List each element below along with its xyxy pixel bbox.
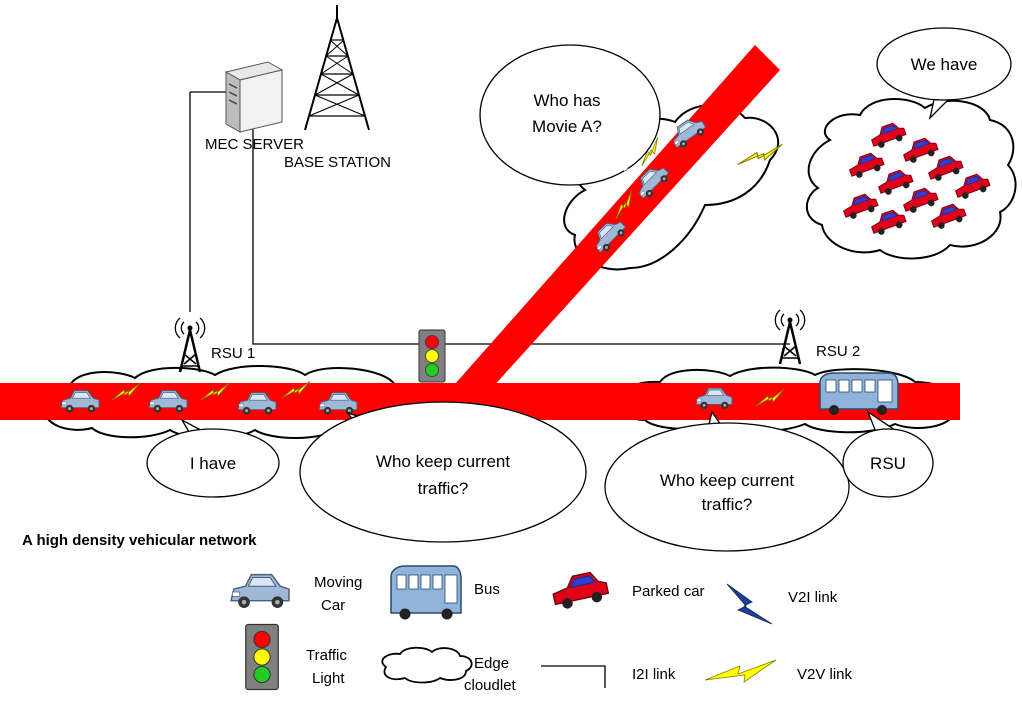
road [0,45,960,420]
base-station-label: BASE STATION [284,154,391,171]
legend-parked-car-label: Parked car [632,583,705,600]
legend-v2i-link-icon [726,583,773,625]
i-have-text: I have [190,454,236,473]
legend-moving-car-line1: Moving [314,574,362,591]
legend-v2v-link-label: V2V link [797,666,853,683]
base-station-tower-icon [304,5,370,131]
legend-i2i-link-label: I2I link [632,666,676,683]
rsu1-label: RSU 1 [211,345,255,362]
legend-traffic-light-line2: Light [312,670,345,687]
traffic-left-line1: Who keep current [376,452,510,471]
legend-bus-label: Bus [474,581,500,598]
rsu2-label: RSU 2 [816,343,860,360]
traffic-right-line2: traffic? [702,495,753,514]
legend-v2i-link-label: V2I link [788,589,838,606]
bubble-who-has-movie: Who has Movie A? [479,44,661,186]
legend-parked-car-icon [549,568,611,612]
rsu1-antenna-icon [174,316,206,374]
bubble-i-have: I have [146,418,280,498]
who-has-line2: Movie A? [532,117,602,136]
who-has-line1: Who has [533,91,600,110]
legend-moving-car-icon [230,573,290,609]
i2i-wires [189,91,790,345]
bus-icon [819,372,899,415]
bubble-traffic-left: Who keep current traffic? [299,401,587,543]
legend-traffic-light-icon [245,623,279,691]
traffic-light-icon [418,329,446,383]
legend-traffic-light-line1: Traffic [306,647,347,664]
bubble-we-have: We have [876,27,1012,121]
bubble-rsu: RSU [842,410,934,498]
we-have-text: We have [911,55,978,74]
rsu2-antenna-icon [774,308,806,366]
mec-server-label: MEC SERVER [205,136,304,153]
legend-edge-cloudlet-line1: Edge [474,655,509,672]
bubble-traffic-right: Who keep current traffic? [604,410,850,552]
legend: Moving Car Bus Parked car V2I link Traff… [230,565,853,694]
diagram-caption: A high density vehicular network [22,532,257,549]
legend-bus-icon [390,565,462,620]
traffic-right-line1: Who keep current [660,471,794,490]
legend-edge-cloudlet-line2: cloudlet [464,677,517,694]
legend-edge-cloudlet-icon [381,646,473,684]
rsu-bubble-text: RSU [870,454,906,473]
traffic-left-line2: traffic? [418,479,469,498]
legend-moving-car-line2: Car [321,597,345,614]
mec-server-icon [224,61,284,133]
legend-v2v-link-icon [704,659,777,683]
legend-i2i-link-icon [541,665,606,688]
